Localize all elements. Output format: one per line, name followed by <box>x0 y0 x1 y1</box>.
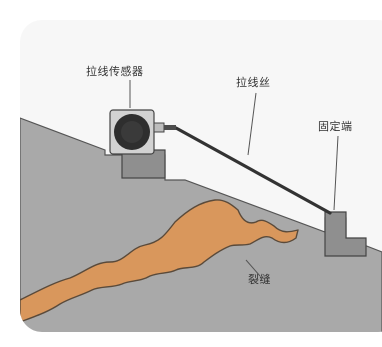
draw-wire-sensor-icon <box>109 109 176 155</box>
anchor-label: 固定端 <box>318 120 353 133</box>
wire-label: 拉线丝 <box>236 76 271 89</box>
crack <box>20 199 299 323</box>
anchor-block <box>324 211 367 257</box>
leader-crack <box>245 259 261 277</box>
leader-wire <box>247 92 257 156</box>
crack-label: 裂缝 <box>248 273 271 286</box>
sensor-label: 拉线传感器 <box>86 65 144 78</box>
sensor-base <box>121 149 166 179</box>
leader-anchor <box>333 135 339 211</box>
pull-wire <box>174 126 332 215</box>
